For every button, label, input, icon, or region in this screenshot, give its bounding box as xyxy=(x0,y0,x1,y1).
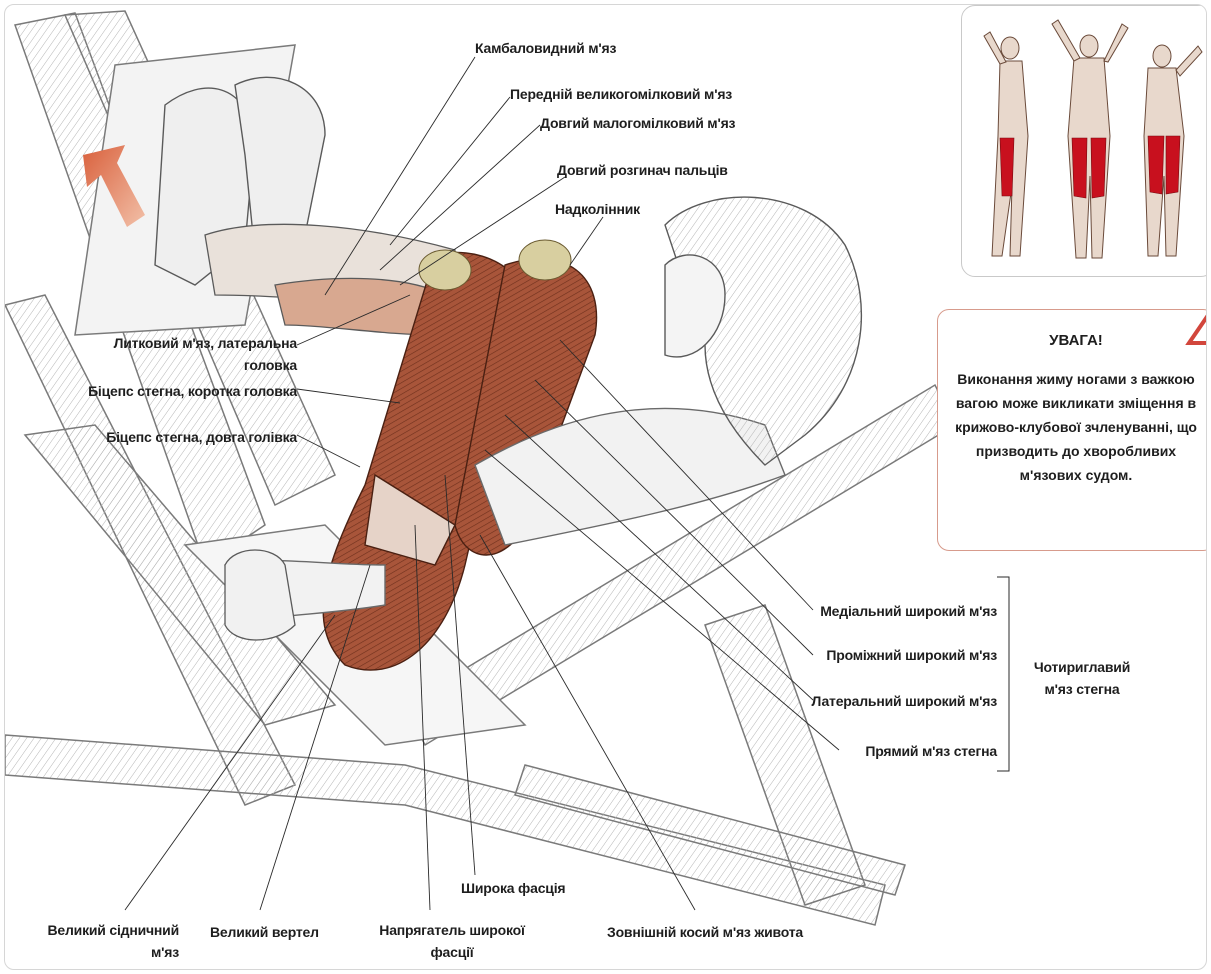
label-greater-trochanter: Великий вертел xyxy=(210,921,319,943)
illustration-frame: Камбаловидний м'яз Передній великогомілк… xyxy=(4,4,1207,970)
warning-box: УВАГА! Виконання жиму ногами з важкою ва… xyxy=(937,309,1207,551)
label-peroneus-longus: Довгий малогомілковий м'яз xyxy=(540,112,735,134)
warning-triangle-icon xyxy=(1185,303,1207,347)
muscle-map-inset xyxy=(961,5,1207,277)
label-tensor-fasciae-latae: Напрягатель широкої фасції xyxy=(357,919,547,963)
label-vastus-medialis: Медіальний широкий м'яз xyxy=(785,600,997,622)
label-vastus-intermedius: Проміжний широкий м'яз xyxy=(785,644,997,666)
label-gastrocnemius-lateral: Литковий м'яз, латеральна головка xyxy=(65,332,297,376)
label-external-oblique: Зовнішній косий м'яз живота xyxy=(607,921,803,943)
label-biceps-femoris-long: Біцепс стегна, довга голівка xyxy=(35,426,297,448)
label-vastus-lateralis: Латеральний широкий м'яз xyxy=(785,690,997,712)
label-patella: Надколінник xyxy=(555,198,640,220)
label-tibialis-anterior: Передній великогомілковий м'яз xyxy=(510,83,732,105)
label-biceps-femoris-short: Біцепс стегна, коротка головка xyxy=(65,380,297,402)
label-extensor-digitorum: Довгий розгинач пальців xyxy=(557,159,728,181)
label-fascia-lata: Широка фасція xyxy=(461,877,565,899)
quadriceps-bracket xyxy=(997,577,1009,771)
hand xyxy=(225,550,295,640)
label-rectus-femoris: Прямий м'яз стегна xyxy=(785,740,997,762)
label-quadriceps: Чотириглавий м'яз стегна xyxy=(1023,656,1141,700)
anatomy-figures xyxy=(962,6,1207,277)
label-soleus: Камбаловидний м'яз xyxy=(475,37,616,59)
warning-title: УВАГА! xyxy=(938,332,1207,349)
label-gluteus-maximus: Великий сідничний м'яз xyxy=(19,919,179,963)
warning-text: Виконання жиму ногами з важкою вагою мож… xyxy=(952,367,1200,487)
